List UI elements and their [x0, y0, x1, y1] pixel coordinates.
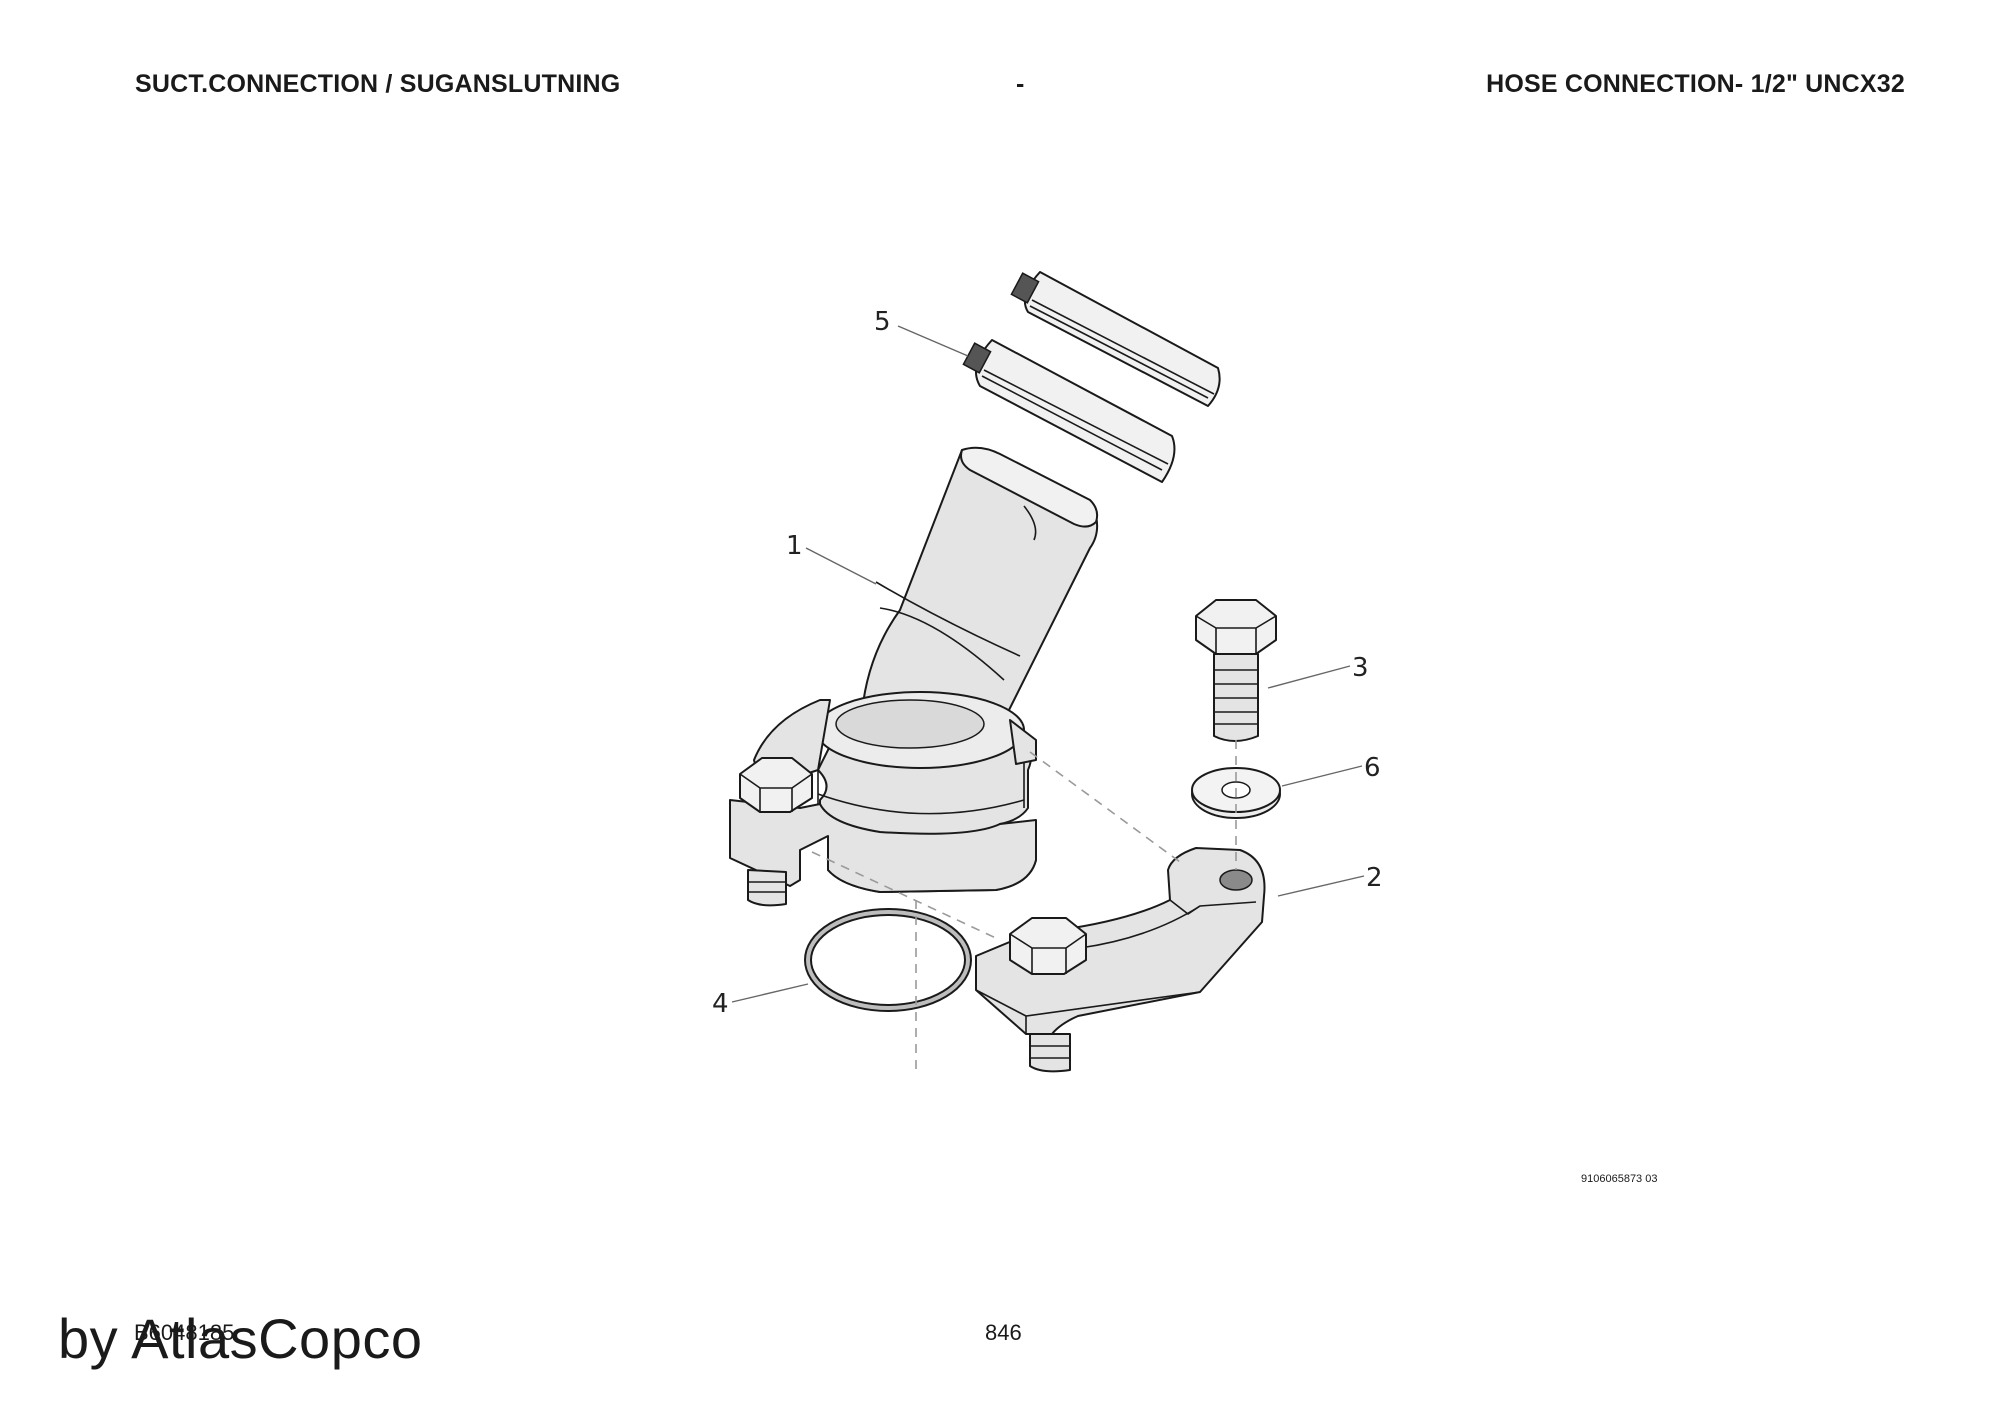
hex-bolt-bracket — [1009, 917, 1087, 1073]
clamp-bracket — [975, 847, 1266, 1035]
callout-2: 2 — [1366, 863, 1383, 893]
hose-clamp-lower — [962, 339, 1176, 483]
callout-1: 1 — [786, 531, 803, 561]
hex-bolt-left — [739, 757, 813, 907]
callout-3: 3 — [1352, 653, 1369, 683]
page-number: 846 — [985, 1320, 1022, 1345]
page-title-left: SUCT.CONNECTION / SUGANSLUTNING — [135, 70, 621, 98]
drawing-number: 9106065873 03 — [1581, 1173, 1658, 1185]
callout-6: 6 — [1364, 753, 1381, 783]
suction-elbow — [729, 446, 1099, 893]
hose-clamp-upper — [1010, 271, 1221, 407]
page-title-right: HOSE CONNECTION- 1/2" UNCX32 — [1486, 70, 1905, 98]
assembly-centerlines — [811, 740, 1237, 1072]
document-code: B6048185 — [134, 1320, 235, 1345]
hex-bolt-loose — [1195, 599, 1277, 742]
o-ring — [804, 908, 972, 1012]
callout-4: 4 — [712, 989, 729, 1019]
brand-watermark: by AtlasCopco — [58, 1307, 423, 1370]
callout-leaders — [731, 325, 1365, 1003]
title-separator: - — [1016, 70, 1025, 98]
callout-5: 5 — [874, 307, 891, 337]
